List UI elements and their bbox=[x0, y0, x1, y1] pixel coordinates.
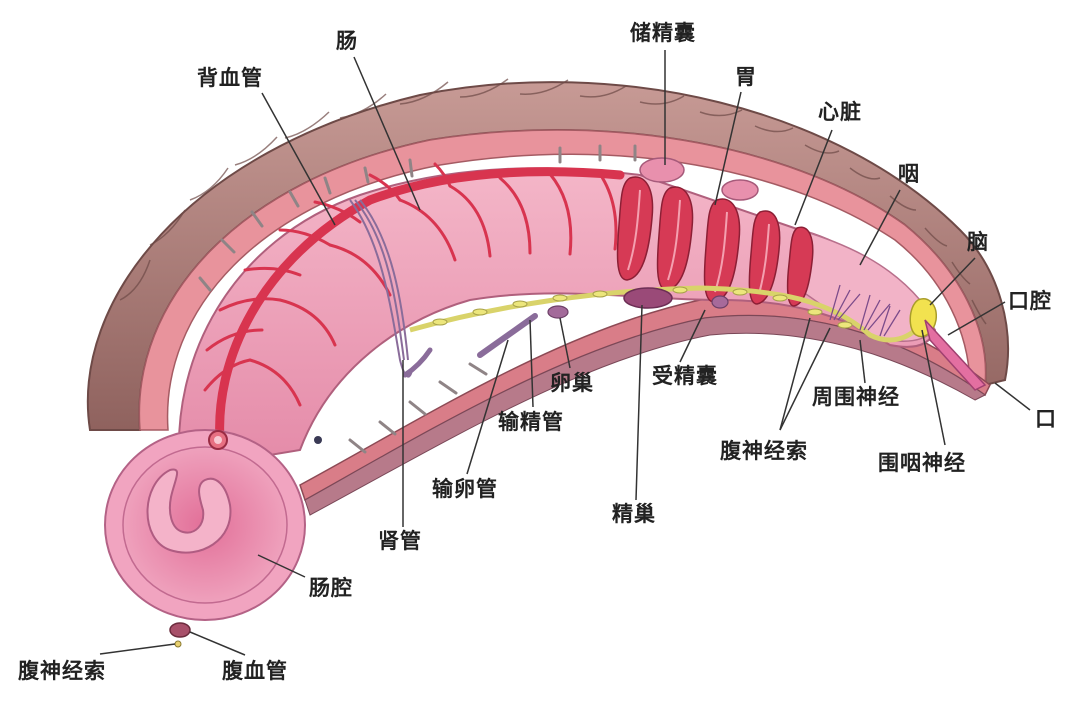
label-circumpharyngeal-nerve: 围咽神经 bbox=[878, 450, 966, 475]
testis-drawing bbox=[623, 287, 673, 309]
label-ventral-nerve-cord-cross: 腹神经索 bbox=[18, 658, 106, 683]
label-intestinal-cavity: 肠腔 bbox=[309, 575, 353, 600]
label-ovary: 卵巢 bbox=[550, 370, 594, 395]
body-wall bbox=[86, 78, 1009, 516]
label-sperm-duct: 输精管 bbox=[498, 409, 564, 434]
label-peripheral-nerve: 周围神经 bbox=[812, 384, 900, 409]
hearts bbox=[616, 176, 814, 307]
label-ventral-vessel: 腹血管 bbox=[222, 658, 288, 683]
label-testis: 精巢 bbox=[612, 501, 656, 526]
label-intestine: 肠 bbox=[336, 28, 358, 53]
spermatheca-drawing bbox=[711, 295, 729, 309]
label-nephridium: 肾管 bbox=[378, 528, 422, 553]
label-ventral-nerve-cord: 腹神经索 bbox=[720, 438, 808, 463]
ovary-drawing bbox=[547, 305, 569, 319]
label-mouth: 口 bbox=[1035, 406, 1057, 431]
label-stomach: 胃 bbox=[735, 64, 757, 89]
label-pharynx: 咽 bbox=[898, 161, 920, 186]
label-brain: 脑 bbox=[967, 229, 989, 254]
dorsal-blood-vessel bbox=[203, 162, 625, 445]
label-heart: 心脏 bbox=[818, 99, 862, 124]
label-seminal-vesicle: 储精囊 bbox=[630, 20, 696, 45]
leader-lines bbox=[99, 50, 1031, 656]
nephridia bbox=[349, 199, 413, 378]
label-spermatheca: 受精囊 bbox=[652, 363, 718, 388]
seminal-vesicles bbox=[639, 157, 759, 201]
label-oviduct: 输卵管 bbox=[432, 476, 498, 501]
label-buccal-cavity: 口腔 bbox=[1008, 288, 1052, 313]
sperm-duct-drawing bbox=[477, 313, 538, 358]
reproductive-organs bbox=[402, 287, 729, 378]
label-dorsal-vessel: 背血管 bbox=[197, 65, 263, 90]
buccal-cavity-drawing bbox=[924, 319, 987, 391]
cross-section bbox=[104, 429, 322, 648]
ventral-nerve-cord-drawing bbox=[409, 284, 937, 343]
